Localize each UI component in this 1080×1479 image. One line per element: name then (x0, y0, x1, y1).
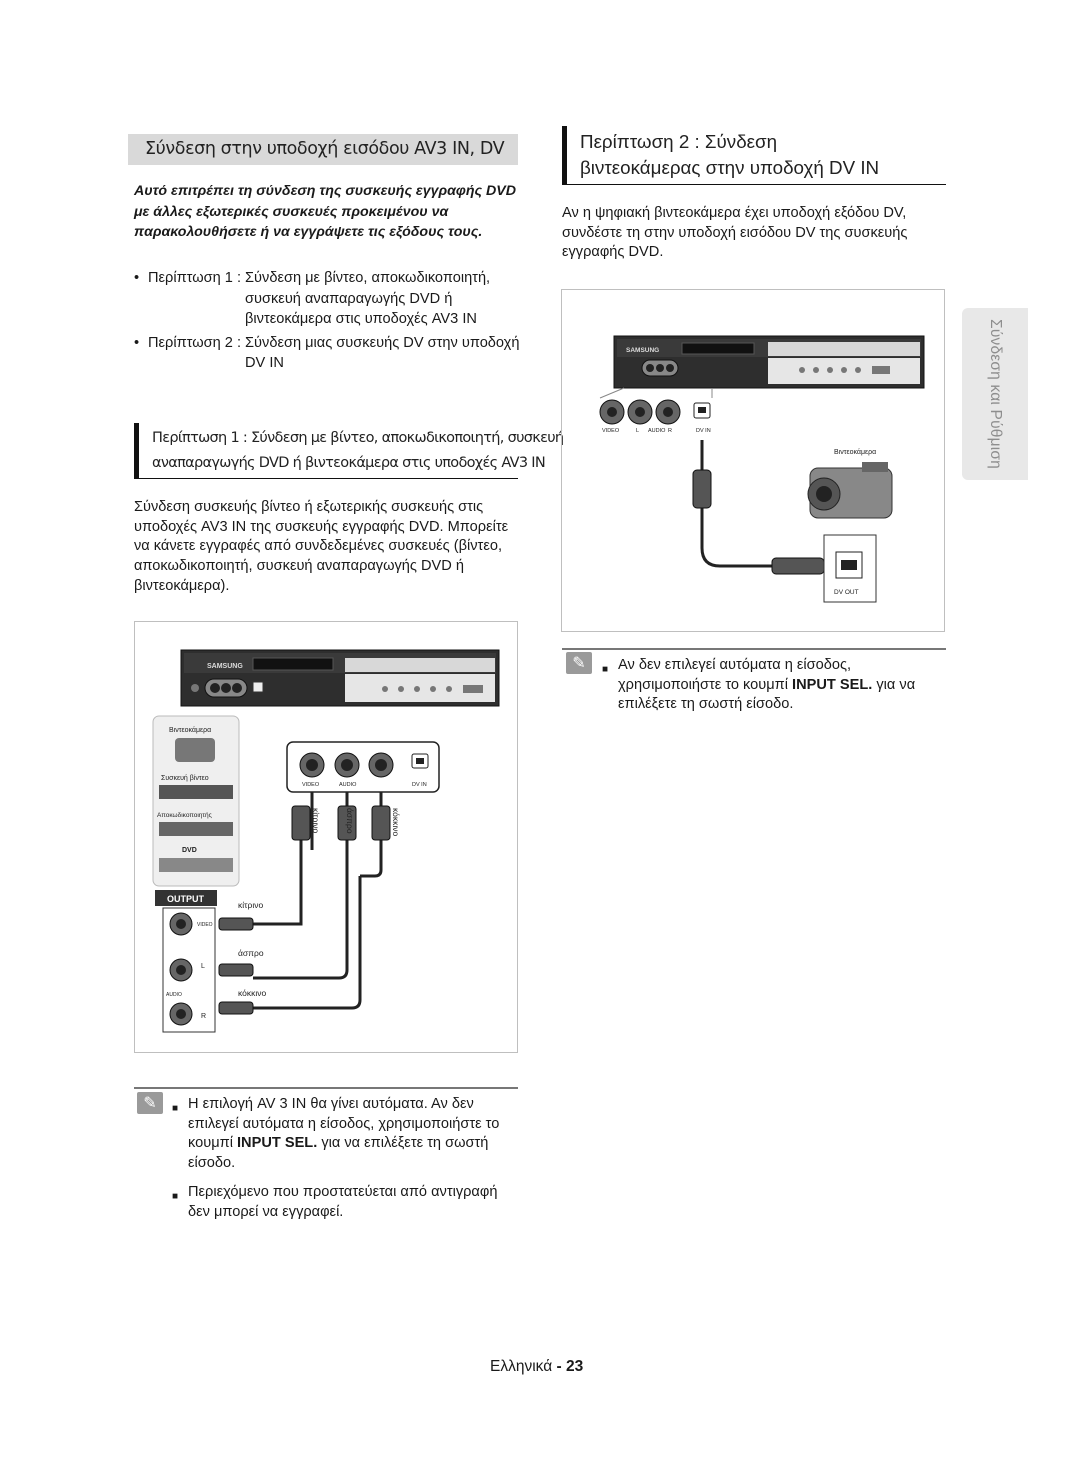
out-jack-label: VIDEO (197, 922, 213, 928)
out-jack-label: R (201, 1013, 206, 1020)
case-list: • Περίπτωση 1 : Σύνδεση με βίντεο, αποκω… (134, 268, 526, 377)
device-label: Αποκωδικοποιητής (157, 812, 212, 819)
note-text-pre: Αν δεν επιλεγεί αυτόματα η είσοδος, χρησ… (618, 657, 852, 693)
chapter-side-tab: Σύνδεση και Ρύθμιση (962, 308, 1028, 480)
av3-diagram-svg: SAMSUNG VIDEO AUDIO DV IN (152, 649, 500, 1033)
output-plugs (218, 917, 254, 1015)
case-text: Σύνδεση μιας συσκευής DV στην υποδοχή DV… (245, 334, 520, 372)
jack-label: L (636, 428, 639, 434)
note-item: ■ Περιεχόμενο που προστατεύεται από αντι… (172, 1183, 522, 1222)
cable-color-label: κόκκινο (391, 808, 401, 837)
device-label: Βιντεοκάμερα (169, 726, 211, 734)
list-item: • Περίπτωση 2 : Σύνδεση μιας συσκευής DV… (134, 333, 526, 374)
out-jack-label: AUDIO (166, 992, 182, 998)
dv-out-panel: DV OUT (823, 534, 877, 603)
dv-diagram-svg: SAMSUNG VIDEO L AUDIO R DV IN (599, 335, 925, 603)
note-divider (562, 648, 946, 650)
dv-out-label: DV OUT (834, 589, 859, 596)
case1-heading: Περίπτωση 1 : Σύνδεση με βίντεο, αποκωδι… (134, 423, 564, 479)
brand-label: SAMSUNG (626, 347, 659, 354)
case1-heading-line: αναπαραγωγής DVD ή βιντεοκάμερα στις υπο… (152, 455, 546, 471)
dv-connection-diagram: SAMSUNG VIDEO L AUDIO R DV IN (561, 289, 945, 632)
chapter-tab-label: Σύνδεση και Ρύθμιση (987, 319, 1004, 469)
footer-language: Ελληνικά (490, 1358, 553, 1375)
page-footer: Ελληνικά - 23 (490, 1358, 690, 1376)
jack-label: VIDEO (302, 782, 320, 788)
cable-color-label: άσπρο (345, 808, 355, 834)
note-pencil-icon: ✎ (137, 1092, 163, 1114)
out-jack-label: L (201, 963, 205, 970)
page-number: 23 (565, 1358, 584, 1375)
external-devices-illustration: Βιντεοκάμερα Συσκευή βίντεο Αποκωδικοποι… (152, 715, 240, 887)
rca-plugs (291, 805, 391, 841)
square-bullet-icon: ■ (602, 664, 609, 675)
brand-label: SAMSUNG (207, 663, 243, 670)
device-label: DVD (182, 847, 197, 854)
output-panel: OUTPUT VIDEO L AUDIO R (155, 890, 217, 1033)
note-item: ■ Η επιλογή AV 3 IN θα γίνει αυτόματα. Α… (172, 1095, 522, 1173)
case2-heading: Περίπτωση 2 : Σύνδεση βιντεοκάμερας στην… (562, 126, 946, 185)
note-text-post: για να επιλέξετε τη σωστή είσοδο. (188, 1135, 489, 1171)
list-item: • Περίπτωση 1 : Σύνδεση με βίντεο, αποκω… (134, 268, 526, 330)
notes-left: ■ Η επιλογή AV 3 IN θα γίνει αυτόματα. Α… (172, 1095, 522, 1233)
note-text-bold: INPUT SEL. (237, 1135, 318, 1152)
output-label: OUTPUT (167, 894, 205, 904)
square-bullet-icon: ■ (172, 1103, 179, 1114)
note-text-pre: Η επιλογή AV 3 IN θα γίνει αυτόματα. Αν … (188, 1096, 500, 1152)
bullet-dot-icon: • (134, 270, 140, 286)
dvd-recorder-illustration: SAMSUNG (599, 335, 925, 399)
case-label: Περίπτωση 1 : (148, 270, 242, 286)
footer-separator: - (552, 1358, 566, 1375)
jack-label: AUDIO (648, 428, 666, 434)
device-label: Συσκευή βίντεο (161, 774, 209, 782)
dv-jack-panel: VIDEO L AUDIO R DV IN (599, 399, 711, 434)
note-pencil-icon: ✎ (566, 652, 592, 674)
case1-heading-line: Περίπτωση 1 : Σύνδεση με βίντεο, αποκωδι… (152, 430, 564, 446)
case-label: Περίπτωση 2 : (148, 334, 242, 351)
camcorder-illustration: Βιντεοκάμερα (807, 448, 893, 519)
av3-jack-panel: VIDEO AUDIO DV IN (286, 741, 440, 793)
jack-label: DV IN (412, 782, 427, 788)
av3-connection-diagram: SAMSUNG VIDEO AUDIO DV IN (134, 621, 518, 1053)
dvd-recorder-illustration: SAMSUNG (180, 649, 500, 707)
jack-label: R (668, 428, 672, 434)
cable-color-label: κίτρινο (311, 808, 321, 833)
jack-label: VIDEO (602, 428, 620, 434)
cable-color-label: κόκκινο (238, 988, 267, 998)
case1-body: Σύνδεση συσκευής βίντεο ή εξωτερικής συσ… (134, 499, 509, 594)
jack-label: AUDIO (339, 782, 357, 788)
cable-color-label: άσπρο (238, 948, 264, 958)
note-text-bold: INPUT SEL. (792, 676, 873, 693)
note-text: Αν δεν επιλεγεί αυτόματα η είσοδος, χρησ… (618, 656, 944, 715)
camcorder-label: Βιντεοκάμερα (834, 448, 876, 456)
cable-color-label: κίτρινο (238, 900, 263, 910)
note-item: ■ Αν δεν επιλεγεί αυτόματα η είσοδος, χρ… (602, 656, 944, 715)
note-divider (134, 1087, 518, 1089)
case2-heading-line: βιντεοκάμερας στην υποδοχή DV IN (580, 157, 880, 178)
bullet-dot-icon: • (134, 334, 140, 351)
case2-heading-line: Περίπτωση 2 : Σύνδεση (580, 131, 778, 152)
case2-body: Αν η ψηφιακή βιντεοκάμερα έχει υποδοχή ε… (562, 205, 908, 261)
note-text: Περιεχόμενο που προστατεύεται από αντιγρ… (188, 1184, 498, 1220)
square-bullet-icon: ■ (172, 1191, 179, 1203)
jack-label: DV IN (696, 428, 711, 434)
case-text: Σύνδεση με βίντεο, αποκωδικοποιητή, συσκ… (245, 270, 491, 327)
section-title: Σύνδεση στην υποδοχή εισόδου AV3 IN, DV (128, 134, 518, 165)
note-text-post: για να επιλέξετε τη σωστή είσοδο. (618, 676, 916, 713)
note-text: Η επιλογή AV 3 IN θα γίνει αυτόματα. Αν … (188, 1095, 522, 1173)
dv-cable (692, 440, 834, 575)
intro-text: Αυτό επιτρέπει τη σύνδεση της συσκευής ε… (134, 183, 516, 240)
notes-right: ■ Αν δεν επιλεγεί αυτόματα η είσοδος, χρ… (602, 656, 944, 725)
